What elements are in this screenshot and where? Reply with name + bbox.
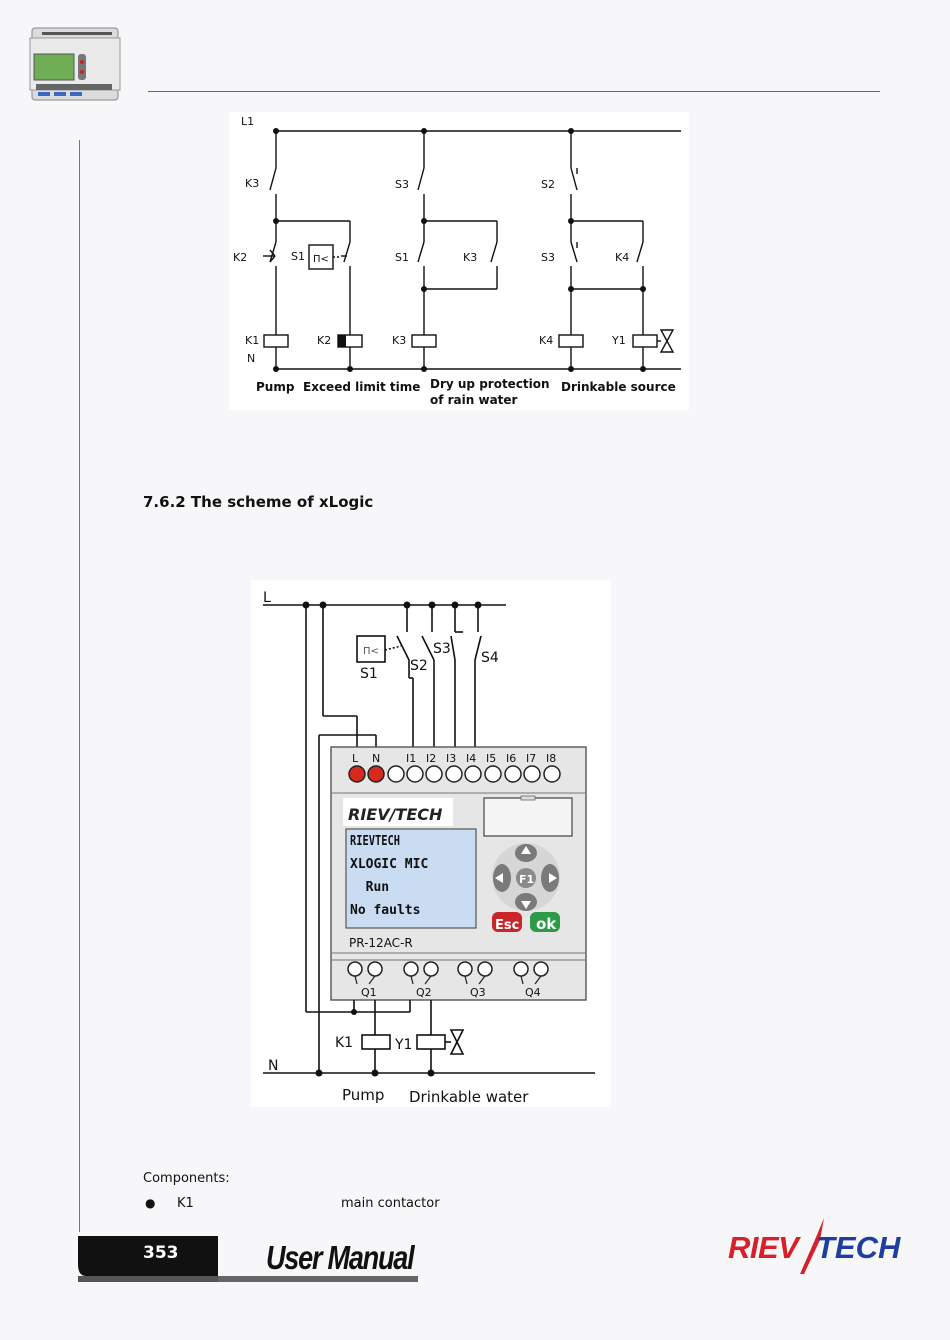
left-margin-line bbox=[79, 140, 80, 1250]
terminal-label-i3: I3 bbox=[446, 752, 456, 765]
terminal-label-i5: I5 bbox=[486, 752, 496, 765]
svg-text:ok: ok bbox=[536, 915, 557, 933]
ladder-contact-s1-timer: S1 bbox=[291, 250, 305, 263]
output-q4: Q4 bbox=[525, 986, 541, 999]
rievtech-logo: RIEV TECH bbox=[728, 1218, 903, 1282]
wiring-caption-pump: Pump bbox=[342, 1086, 384, 1104]
ladder-coil-k3: K3 bbox=[392, 334, 406, 347]
plc-lcd bbox=[345, 828, 477, 929]
header-divider bbox=[148, 91, 880, 92]
svg-text:RIEV: RIEV bbox=[728, 1230, 801, 1265]
terminal-n bbox=[367, 765, 385, 783]
terminal-label-i7: I7 bbox=[526, 752, 536, 765]
ladder-caption-drinkable: Drinkable source bbox=[561, 380, 676, 394]
svg-text:TECH: TECH bbox=[816, 1230, 901, 1265]
ladder-caption-dry-2: of rain water bbox=[430, 393, 518, 407]
ladder-caption-exceed: Exceed limit time bbox=[303, 380, 420, 394]
terminal-l bbox=[348, 765, 366, 783]
ladder-caption-dry-1: Dry up protection bbox=[430, 377, 550, 391]
ladder-contact-k3: K3 bbox=[245, 177, 259, 190]
ladder-contact-s3: S3 bbox=[395, 178, 409, 191]
ladder-coil-k2: K2 bbox=[317, 334, 331, 347]
wiring-neutral-label: N bbox=[268, 1058, 278, 1074]
plc-device-thumbnail bbox=[26, 24, 122, 108]
plc-brand: RIEV/TECH bbox=[348, 805, 443, 824]
svg-text:F1: F1 bbox=[519, 873, 534, 886]
wiring-coil-y1-label: Y1 bbox=[394, 1037, 412, 1053]
ladder-contact-s3-b: S3 bbox=[541, 251, 555, 264]
wiring-line-label: L bbox=[263, 590, 271, 606]
lcd-line-1: RIEVTECH bbox=[350, 833, 400, 848]
key-f1[interactable] bbox=[516, 868, 536, 888]
ladder-contact-s2: S2 bbox=[541, 178, 555, 191]
lcd-line-3: Run bbox=[350, 880, 389, 895]
terminal-label-n: N bbox=[372, 752, 380, 765]
ladder-contact-k4: K4 bbox=[615, 251, 629, 264]
wiring-switch-s1: S1 bbox=[360, 666, 378, 682]
ladder-contact-k3-self: K3 bbox=[463, 251, 477, 264]
components-label: Components: bbox=[143, 1171, 230, 1186]
coil-k1 bbox=[361, 1034, 391, 1050]
lcd-line-4: No faults bbox=[350, 903, 420, 918]
key-ok[interactable] bbox=[530, 912, 560, 932]
wiring-coil-k1-label: K1 bbox=[335, 1035, 353, 1051]
footer-banner bbox=[70, 1232, 420, 1286]
plc-keypad[interactable]: F1 Esc ok bbox=[492, 843, 560, 933]
ladder-bottom-rail-label: N bbox=[247, 352, 255, 365]
coil-y1 bbox=[416, 1034, 446, 1050]
wiring-switch-s2: S2 bbox=[410, 658, 428, 674]
ladder-coil-k4: K4 bbox=[539, 334, 553, 347]
ladder-coil-k1: K1 bbox=[245, 334, 259, 347]
section-heading: 7.6.2 The scheme of xLogic bbox=[143, 493, 374, 511]
component-description: main contactor bbox=[341, 1196, 440, 1211]
list-bullet: ● bbox=[145, 1196, 156, 1210]
output-q1: Q1 bbox=[361, 986, 377, 999]
terminal-label-i1: I1 bbox=[406, 752, 416, 765]
key-esc[interactable] bbox=[492, 912, 522, 932]
manual-title: User Manual bbox=[266, 1239, 415, 1276]
page-number: 353 bbox=[143, 1243, 179, 1263]
component-name: K1 bbox=[177, 1196, 194, 1211]
terminal-label-i2: I2 bbox=[426, 752, 436, 765]
ladder-timer-symbol: Π< bbox=[313, 254, 329, 265]
terminal-label-i4: I4 bbox=[466, 752, 476, 765]
wiring-switch-s3: S3 bbox=[433, 641, 451, 657]
output-q2: Q2 bbox=[416, 986, 432, 999]
ladder-contact-k2: K2 bbox=[233, 251, 247, 264]
ladder-contact-s1: S1 bbox=[395, 251, 409, 264]
output-q3: Q3 bbox=[470, 986, 486, 999]
ladder-top-rail-label: L1 bbox=[241, 115, 254, 128]
terminal-label-l: L bbox=[352, 752, 359, 765]
lcd-line-2: XLOGIC MIC bbox=[350, 857, 428, 872]
xlogic-wiring-diagram: L N Π< bbox=[251, 580, 611, 1107]
terminal-label-i8: I8 bbox=[546, 752, 556, 765]
terminal-label-i6: I6 bbox=[506, 752, 516, 765]
wiring-switch-s4: S4 bbox=[481, 650, 499, 666]
wiring-caption-water: Drinkable water bbox=[409, 1088, 529, 1106]
plc-model: PR-12AC-R bbox=[349, 936, 413, 950]
ladder-coil-y1: Y1 bbox=[611, 334, 626, 347]
wiring-timer-symbol: Π< bbox=[363, 646, 379, 657]
ladder-caption-pump: Pump bbox=[256, 380, 295, 394]
ladder-diagram: L1 N Π< bbox=[229, 112, 689, 410]
svg-text:Esc: Esc bbox=[495, 918, 519, 933]
